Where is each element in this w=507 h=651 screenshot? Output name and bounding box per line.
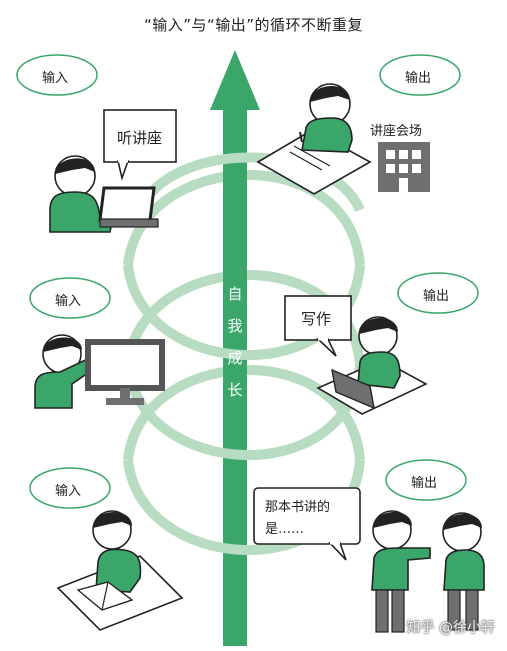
input-label-2: 输入 — [55, 294, 82, 309]
output-label-3: 输出 — [411, 476, 438, 491]
writing-bubble-text: 写作 — [301, 310, 332, 328]
output-oval-1 — [379, 54, 461, 96]
person-reading-book — [56, 510, 184, 631]
lecture-bubble-text: 听讲座 — [117, 129, 163, 147]
arrow-char-1: 自 — [227, 285, 243, 303]
person-typing-laptop — [316, 316, 428, 415]
writing-speech-bubble — [284, 295, 352, 357]
person-writing-paper — [256, 83, 372, 195]
arrow-char-2: 我 — [227, 317, 243, 335]
zhihu-watermark: 知乎 @徐小轩 — [406, 620, 495, 636]
arrow-char-4: 长 — [227, 381, 243, 399]
person-listening-laptop — [49, 155, 159, 233]
book-bubble-line-1: 那本书讲的 — [265, 500, 331, 515]
arrow-char-3: 成 — [227, 349, 243, 367]
output-oval-3 — [385, 459, 467, 501]
lecture-speech-bubble — [103, 109, 177, 181]
output-oval-2 — [397, 272, 479, 314]
lecture-hall-caption: 讲座会场 — [370, 124, 423, 139]
self-growth-arrow — [210, 50, 260, 646]
diagram-title: “输入”与“输出”的循环不断重复 — [143, 16, 364, 34]
person-speaking — [371, 510, 431, 633]
book-talk-speech-bubble — [253, 487, 361, 561]
input-oval-3 — [29, 467, 111, 509]
input-label-3: 输入 — [55, 484, 82, 499]
input-label-1: 输入 — [42, 71, 69, 86]
output-label-1: 输出 — [405, 71, 432, 86]
output-label-2: 输出 — [423, 289, 450, 304]
person-watching-monitor — [34, 334, 165, 409]
self-growth-label: 自 我 成 长 — [224, 278, 246, 406]
person-listening — [442, 512, 485, 631]
lecture-hall-building-icon — [378, 142, 430, 192]
book-bubble-line-2: 是…… — [265, 522, 305, 537]
input-oval-1 — [16, 54, 98, 96]
input-oval-2 — [29, 277, 111, 319]
